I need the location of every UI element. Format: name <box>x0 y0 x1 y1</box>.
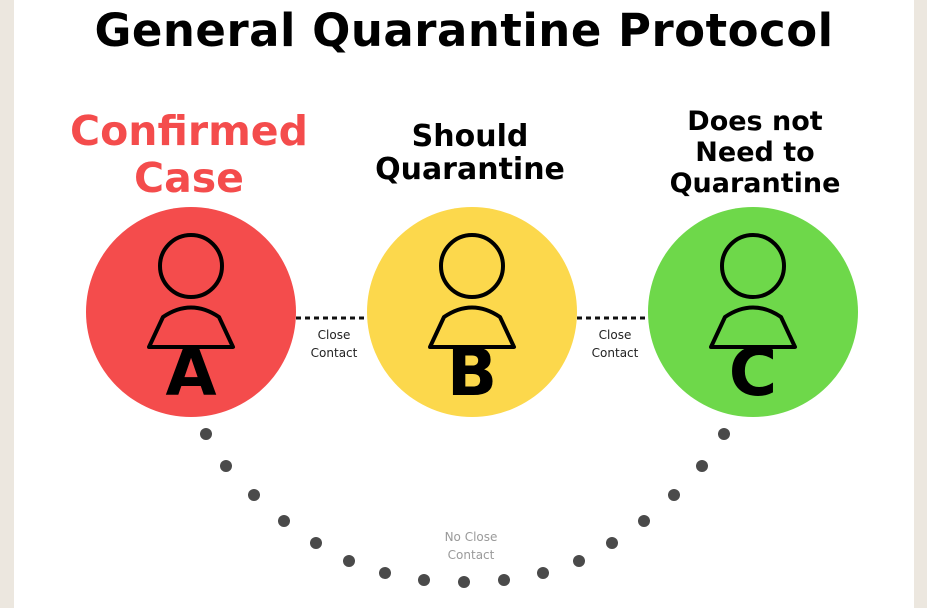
arc-dot <box>638 515 650 527</box>
edge-label-ab-line-1: Close <box>317 328 351 342</box>
person-c-circle: C <box>648 207 858 417</box>
person-c-letter: C <box>728 334 778 411</box>
person-b-circle: B <box>367 207 577 417</box>
status-label-b-line-1: Should <box>411 119 529 154</box>
arc-dot <box>696 460 708 472</box>
status-label-c-line-2: Need to <box>695 137 815 168</box>
diagram-title: General Quarantine Protocol <box>94 4 834 57</box>
arc-dot <box>458 576 470 588</box>
edge-label-ab: Close Contact <box>294 326 374 362</box>
person-a-circle: A <box>86 207 296 417</box>
arc-dot <box>537 567 549 579</box>
edge-label-bc-line-2: Contact <box>591 346 639 360</box>
edge-label-ac-line-1: No Close <box>444 530 498 544</box>
person-icon <box>147 233 235 349</box>
arc-dot <box>498 574 510 586</box>
edge-label-bc: Close Contact <box>575 326 655 362</box>
arc-dot <box>278 515 290 527</box>
arc-dot <box>200 428 212 440</box>
status-label-a-line-2: Case <box>134 154 244 202</box>
person-a-letter: A <box>165 334 217 411</box>
arc-dot <box>379 567 391 579</box>
edge-label-ac: No Close Contact <box>426 528 516 564</box>
edge-label-ac-line-2: Contact <box>447 548 495 562</box>
diagram-canvas: General Quarantine Protocol Confirmed Ca… <box>14 0 914 608</box>
arc-dot <box>310 537 322 549</box>
no-close-contact-arc <box>200 428 730 588</box>
person-icon <box>428 233 516 349</box>
arc-dot <box>573 555 585 567</box>
status-label-c-line-3: Quarantine <box>669 168 841 199</box>
status-label-a: Confirmed Case <box>44 108 334 202</box>
edge-label-ab-line-2: Contact <box>310 346 358 360</box>
status-label-a-line-1: Confirmed <box>70 107 308 155</box>
person-b-letter: B <box>446 334 498 411</box>
status-label-c: Does not Need to Quarantine <box>630 106 880 199</box>
status-label-c-line-1: Does not <box>687 106 823 137</box>
contact-links <box>200 316 730 588</box>
person-icon <box>709 233 797 349</box>
arc-dot <box>718 428 730 440</box>
arc-dot <box>220 460 232 472</box>
arc-dot <box>668 489 680 501</box>
edge-label-bc-line-1: Close <box>598 328 632 342</box>
arc-dot <box>248 489 260 501</box>
arc-dot <box>343 555 355 567</box>
status-label-b-line-2: Quarantine <box>375 152 565 187</box>
arc-dot <box>418 574 430 586</box>
status-label-b: Should Quarantine <box>350 120 590 186</box>
arc-dot <box>606 537 618 549</box>
